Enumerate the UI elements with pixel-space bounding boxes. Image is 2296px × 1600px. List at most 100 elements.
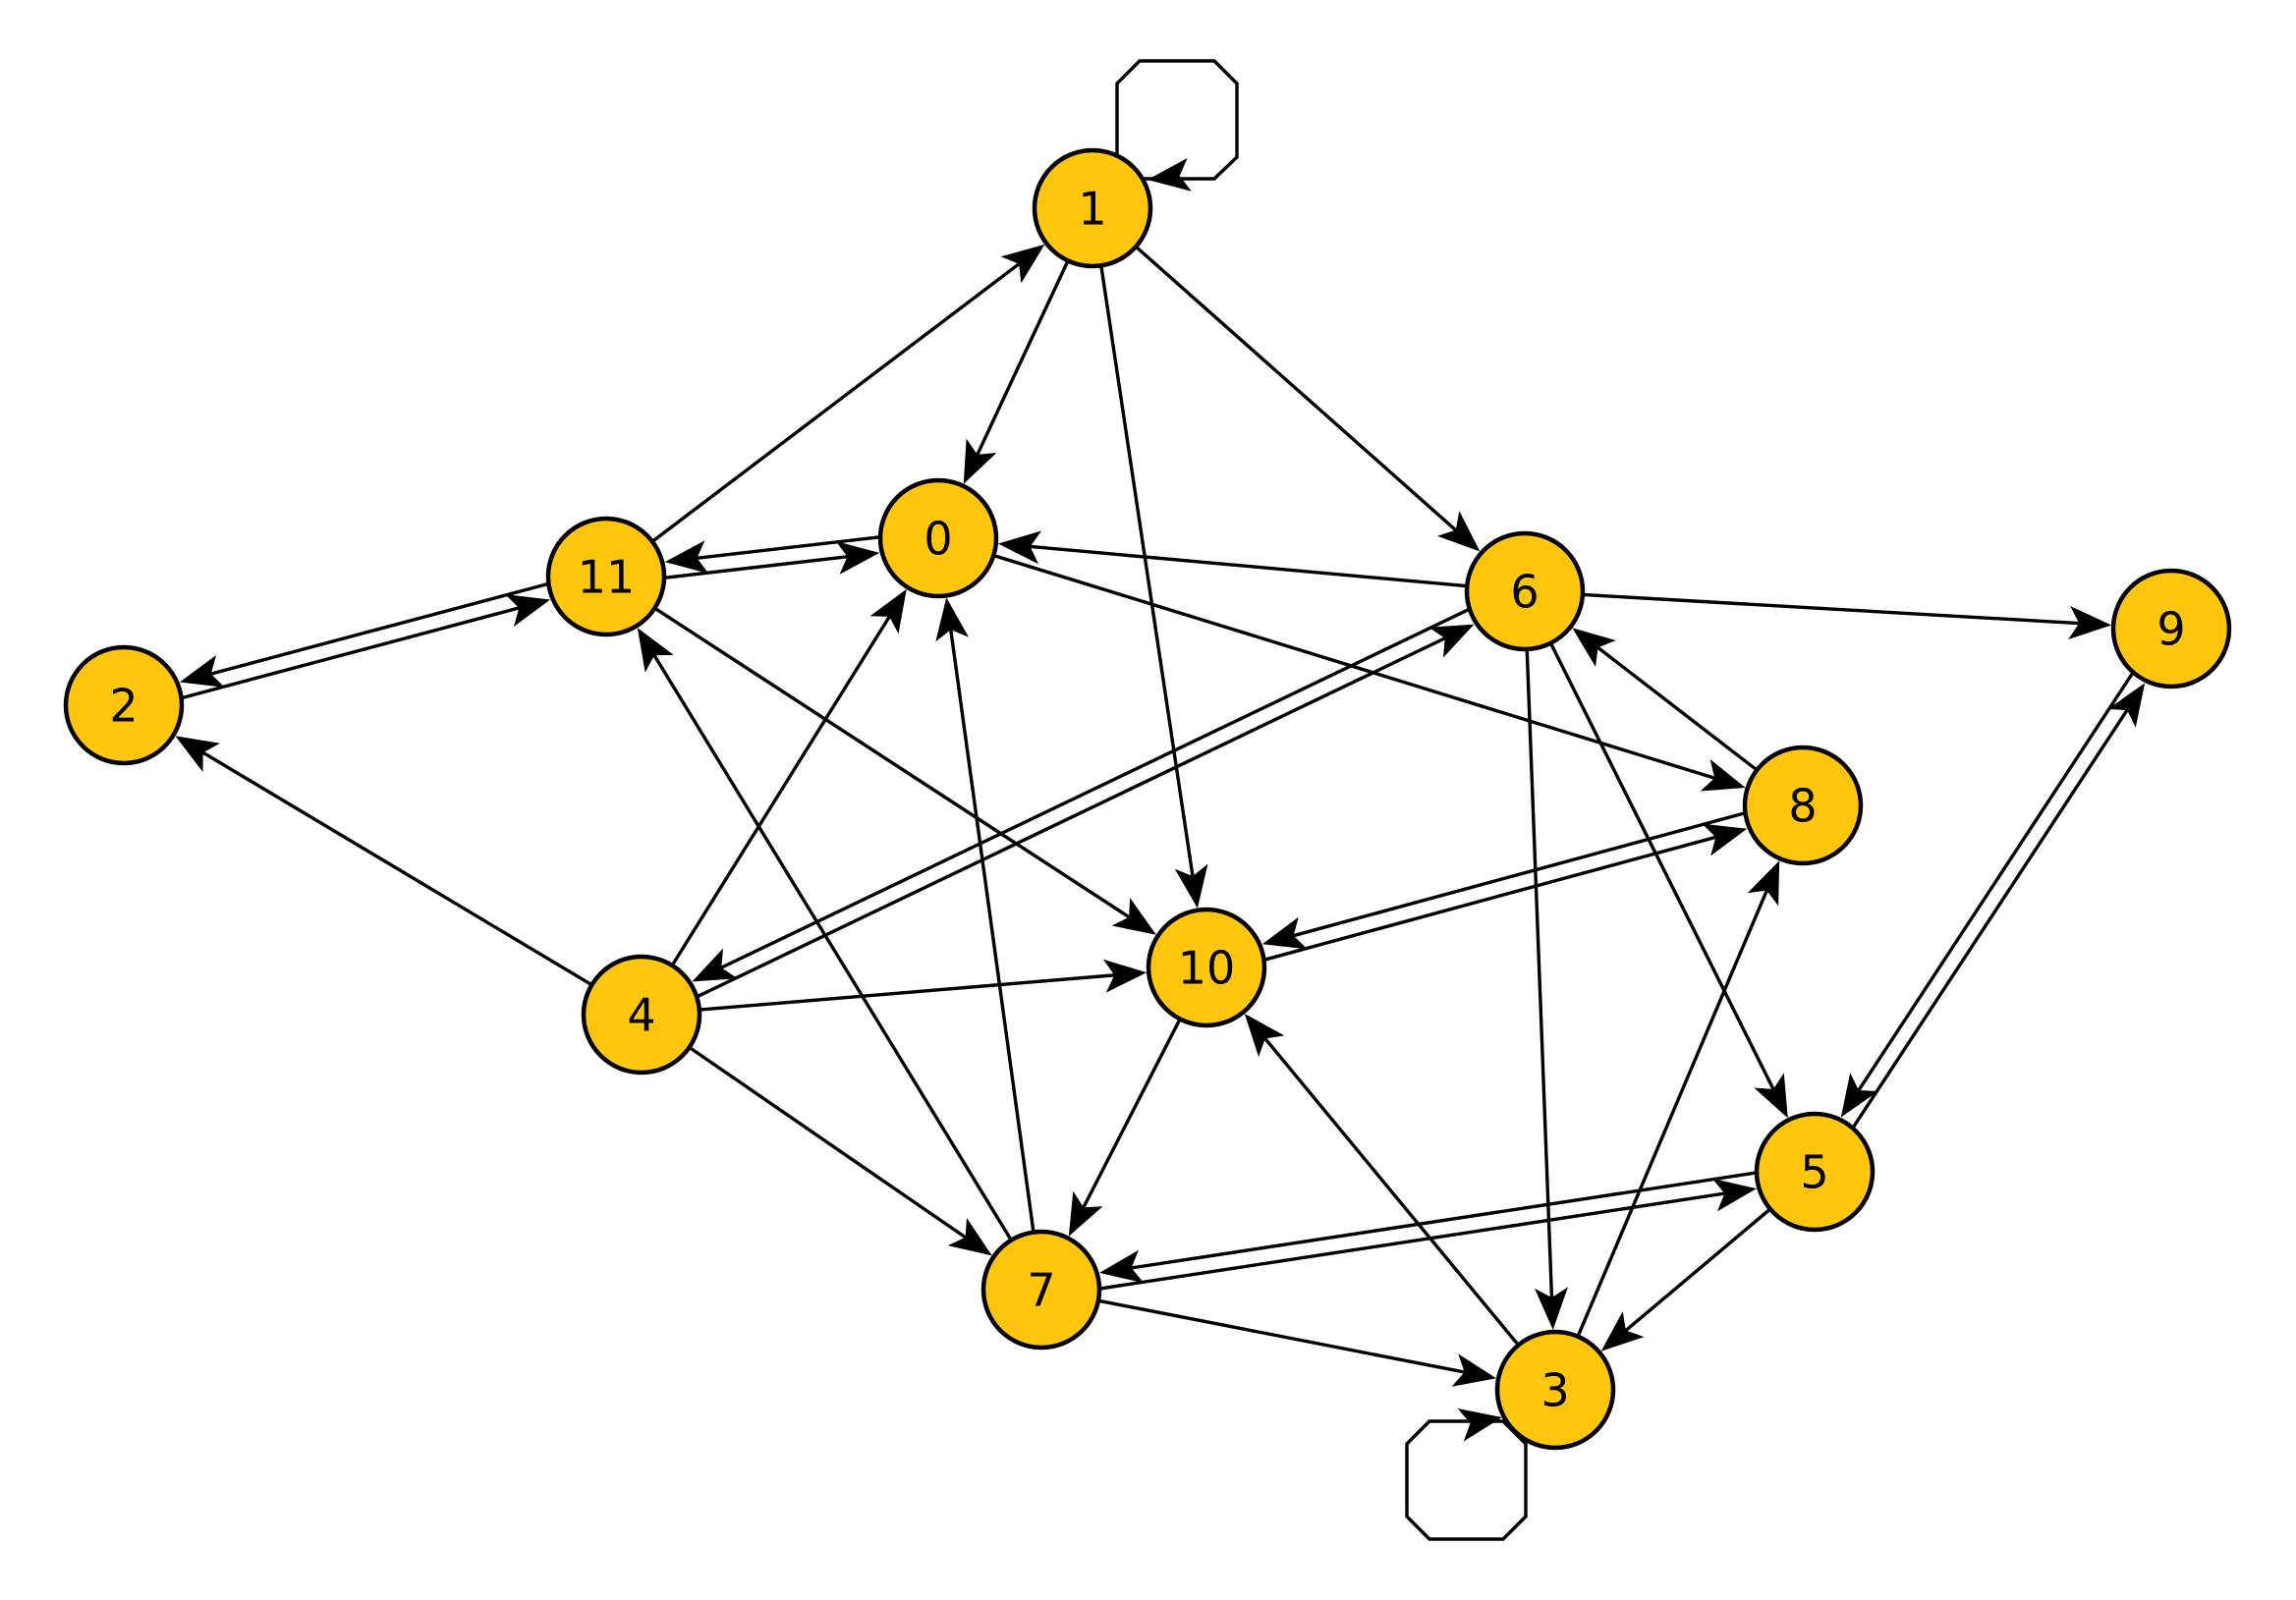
edge-6-4 — [716, 605, 1476, 971]
node-circle-4 — [581, 954, 702, 1076]
edge-6-3 — [1525, 642, 1554, 1302]
node-circle-7 — [980, 1229, 1102, 1351]
edge-4-0 — [667, 612, 893, 971]
edge-8-6 — [1594, 643, 1764, 776]
arrowhead-icon — [1244, 1014, 1285, 1057]
edge-line — [1855, 666, 2138, 1095]
arrowhead-icon — [1174, 863, 1208, 909]
edge-line — [198, 748, 598, 990]
edge-line — [175, 605, 524, 701]
graph-node-2: 2 — [63, 644, 185, 766]
node-circle-8 — [1742, 745, 1864, 866]
edge-line — [1576, 592, 2084, 626]
edge-line — [1260, 1034, 1524, 1352]
edge-line — [1546, 636, 1777, 1094]
edge-line — [691, 634, 1450, 1001]
edge-line — [206, 580, 555, 677]
edge-10-7 — [1080, 1013, 1185, 1212]
edge-7-5 — [1093, 1190, 1729, 1292]
edge-line — [1621, 1203, 1776, 1335]
edge-3-10 — [1260, 1034, 1524, 1352]
edge-line — [650, 650, 1016, 1246]
edge-11-1 — [646, 259, 1024, 547]
edge-6-5 — [1546, 636, 1777, 1094]
graph-node-10: 10 — [1146, 907, 1267, 1028]
edge-11-10 — [648, 603, 1134, 921]
edge-line — [1127, 1170, 1763, 1271]
edge-4-10 — [693, 972, 1119, 1013]
arrowhead-icon — [1700, 759, 1746, 792]
edge-line — [1848, 705, 2131, 1134]
self-loop-arrowhead-icon — [1148, 157, 1192, 192]
edge-line — [667, 612, 893, 971]
edge-5-7 — [1127, 1170, 1763, 1271]
node-circle-10 — [1146, 907, 1267, 1028]
arrowhead-icon — [637, 628, 674, 673]
node-circle-9 — [2110, 568, 2232, 690]
edge-line — [1574, 886, 1770, 1343]
edge-7-3 — [1092, 1297, 1470, 1375]
arrowhead-icon — [1428, 624, 1475, 658]
arrowhead-icon — [997, 530, 1042, 565]
edge-11-0 — [658, 554, 852, 580]
edge-line — [1098, 259, 1196, 881]
edge-1-0 — [974, 254, 1073, 460]
edge-line — [693, 972, 1119, 1013]
edge-line — [1026, 544, 1474, 588]
arrowhead-icon — [935, 597, 969, 642]
arrowhead-icon — [1102, 959, 1148, 993]
arrowhead-icon — [963, 438, 997, 484]
node-circle-5 — [1754, 1111, 1876, 1233]
edge-line — [974, 254, 1073, 460]
edge-6-9 — [1576, 592, 2084, 626]
arrowhead-layer — [175, 157, 2146, 1442]
self-loop-edge-1-1 — [1115, 59, 1239, 181]
graph-node-5: 5 — [1754, 1111, 1876, 1233]
edge-0-11 — [693, 534, 886, 561]
arrowhead-icon — [1000, 244, 1045, 284]
graph-node-9: 9 — [2110, 568, 2232, 690]
arrowhead-icon — [505, 594, 551, 627]
arrowhead-icon — [835, 541, 880, 575]
graph-node-7: 7 — [980, 1229, 1102, 1351]
graph-node-1: 1 — [1032, 147, 1153, 269]
node-circle-0 — [877, 477, 999, 599]
arrowhead-icon — [1068, 1190, 1103, 1237]
edge-7-11 — [650, 650, 1016, 1246]
arrowhead-icon — [1099, 1249, 1145, 1284]
edge-5-3 — [1621, 1203, 1776, 1335]
edge-7-0 — [948, 625, 1036, 1239]
edge-4-6 — [691, 634, 1450, 1001]
edge-2-11 — [175, 605, 524, 701]
arrowhead-icon — [664, 540, 709, 574]
edge-line — [683, 1042, 970, 1241]
arrowhead-icon — [1711, 1178, 1757, 1212]
edge-line — [1258, 834, 1720, 964]
arrowhead-icon — [2068, 606, 2112, 639]
arrowhead-icon — [1600, 1311, 1645, 1352]
edge-11-2 — [206, 580, 555, 677]
arrowhead-icon — [1572, 628, 1616, 667]
edge-5-9 — [1848, 705, 2131, 1134]
edge-line — [1080, 1013, 1185, 1212]
self-loop-octagon — [1115, 59, 1239, 181]
edge-line — [716, 605, 1476, 971]
arrowhead-icon — [869, 588, 907, 634]
edge-1-10 — [1098, 259, 1196, 881]
edge-1-6 — [1130, 241, 1460, 534]
node-circle-11 — [545, 516, 667, 637]
arrowhead-icon — [1261, 916, 1308, 950]
edge-line — [693, 534, 886, 561]
arrowhead-icon — [179, 655, 225, 688]
edge-line — [948, 625, 1036, 1239]
edge-line — [1594, 643, 1764, 776]
arrowhead-icon — [1436, 511, 1481, 552]
arrowhead-icon — [1702, 823, 1748, 856]
edge-layer — [175, 241, 2138, 1375]
edge-8-10 — [1289, 809, 1752, 939]
graph-node-6: 6 — [1464, 530, 1586, 652]
edge-3-8 — [1574, 886, 1770, 1343]
edge-line — [646, 259, 1024, 547]
